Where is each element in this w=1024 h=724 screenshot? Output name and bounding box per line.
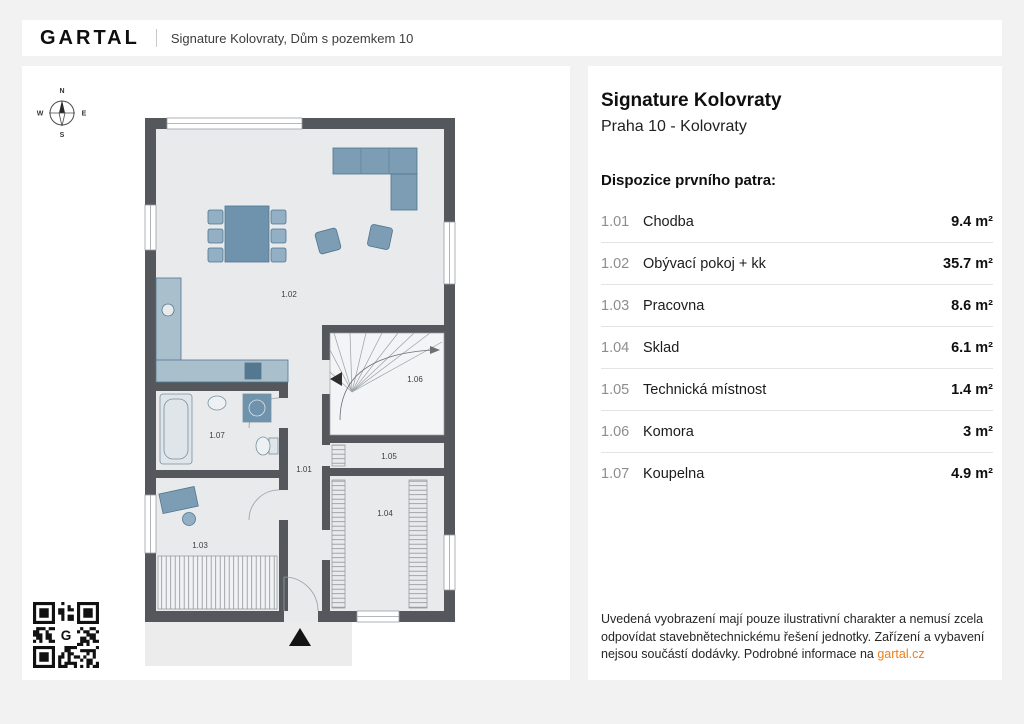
room-area: 1.4 m² bbox=[951, 381, 993, 398]
room-code: 1.01 bbox=[601, 213, 630, 230]
washer bbox=[242, 393, 272, 423]
compass-label-w: W bbox=[37, 111, 44, 118]
room-label-107: 1.07 bbox=[209, 431, 225, 440]
compass-needle-south bbox=[58, 112, 66, 127]
breadcrumb: Signature Kolovraty, Dům s pozemkem 10 bbox=[170, 30, 414, 46]
floor-plan-panel: N W E S bbox=[22, 66, 570, 680]
details-panel: Signature Kolovraty Praha 10 - Kolovraty… bbox=[588, 66, 1002, 680]
page-title: Signature Kolovraty bbox=[601, 90, 782, 111]
windows bbox=[144, 117, 456, 623]
compass-icon: N W E S bbox=[37, 88, 87, 138]
armchair bbox=[314, 227, 342, 255]
room-area: 4.9 m² bbox=[951, 465, 993, 482]
armchair bbox=[367, 224, 393, 250]
section-heading: Dispozice prvního patra: bbox=[601, 172, 777, 189]
room-row: 1.04 Sklad 6.1 m² bbox=[601, 327, 993, 369]
room-labels: 1.02 1.01 1.07 1.03 1.06 1.05 1.04 bbox=[192, 290, 423, 550]
storage-shelves bbox=[331, 444, 428, 609]
room-row: 1.05 Technická místnost 1.4 m² bbox=[601, 369, 993, 411]
room-label-106: 1.06 bbox=[407, 375, 423, 384]
room-code: 1.07 bbox=[601, 465, 630, 482]
sink bbox=[207, 395, 227, 411]
bathroom-fixtures bbox=[159, 393, 279, 465]
room-code: 1.04 bbox=[601, 339, 630, 356]
room-area: 9.4 m² bbox=[951, 213, 993, 230]
room-label-101: 1.01 bbox=[296, 465, 312, 474]
porch bbox=[145, 622, 352, 666]
room-name: Sklad bbox=[643, 339, 680, 356]
entrance-arrow bbox=[289, 628, 311, 646]
room-row: 1.07 Koupelna 4.9 m² bbox=[601, 453, 993, 494]
qr-code: G bbox=[33, 602, 99, 668]
compass-needle-north bbox=[59, 100, 65, 113]
bathtub bbox=[159, 393, 193, 465]
room-area: 6.1 m² bbox=[951, 339, 993, 356]
room-code: 1.02 bbox=[601, 255, 630, 272]
study-furniture bbox=[157, 486, 278, 610]
room-code: 1.05 bbox=[601, 381, 630, 398]
room-label-103: 1.03 bbox=[192, 541, 208, 550]
gartal-logo: GARTAL bbox=[40, 26, 140, 49]
room-area: 3 m² bbox=[963, 423, 993, 440]
room-row: 1.06 Komora 3 m² bbox=[601, 411, 993, 453]
room-label-102: 1.02 bbox=[281, 290, 297, 299]
room-name: Koupelna bbox=[643, 465, 705, 482]
compass-label-n: N bbox=[59, 88, 64, 95]
room-name: Pracovna bbox=[643, 297, 705, 314]
sofa bbox=[332, 147, 418, 175]
gartal-link[interactable]: gartal.cz bbox=[877, 647, 925, 662]
disclaimer: Uvedená vyobrazení mají pouze ilustrativ… bbox=[601, 611, 993, 664]
room-area: 8.6 m² bbox=[951, 297, 993, 314]
room-area: 35.7 m² bbox=[943, 255, 993, 272]
room-row: 1.03 Pracovna 8.6 m² bbox=[601, 285, 993, 327]
room-code: 1.06 bbox=[601, 423, 630, 440]
staircase bbox=[329, 332, 445, 436]
dining-table bbox=[224, 205, 270, 263]
living-room-furniture bbox=[155, 147, 418, 383]
page-header: GARTAL Signature Kolovraty, Dům s pozemk… bbox=[22, 20, 1002, 56]
disclaimer-text: Uvedená vyobrazení mají pouze ilustrativ… bbox=[601, 611, 985, 662]
page-subtitle: Praha 10 - Kolovraty bbox=[601, 118, 747, 135]
room-name: Technická místnost bbox=[643, 381, 767, 398]
compass-label-s: S bbox=[60, 132, 65, 138]
svg-text:G: G bbox=[61, 628, 72, 643]
room-label-105: 1.05 bbox=[381, 452, 397, 461]
room-name: Obývací pokoj + kk bbox=[643, 255, 766, 272]
room-label-104: 1.04 bbox=[377, 509, 393, 518]
desk bbox=[158, 486, 199, 515]
floor-plan: 1.02 1.01 1.07 1.03 1.06 1.05 1.04 bbox=[144, 117, 456, 666]
header-divider bbox=[155, 29, 157, 47]
room-code: 1.03 bbox=[601, 297, 630, 314]
stair-direction-arrow bbox=[330, 372, 342, 386]
room-row: 1.02 Obývací pokoj + kk 35.7 m² bbox=[601, 243, 993, 285]
room-row: 1.01 Chodba 9.4 m² bbox=[601, 201, 993, 243]
room-table: 1.01 Chodba 9.4 m² 1.02 Obývací pokoj + … bbox=[601, 201, 993, 494]
room-name: Komora bbox=[643, 423, 694, 440]
compass-label-e: E bbox=[82, 111, 87, 118]
desk-chair bbox=[182, 512, 196, 526]
room-name: Chodba bbox=[643, 213, 694, 230]
